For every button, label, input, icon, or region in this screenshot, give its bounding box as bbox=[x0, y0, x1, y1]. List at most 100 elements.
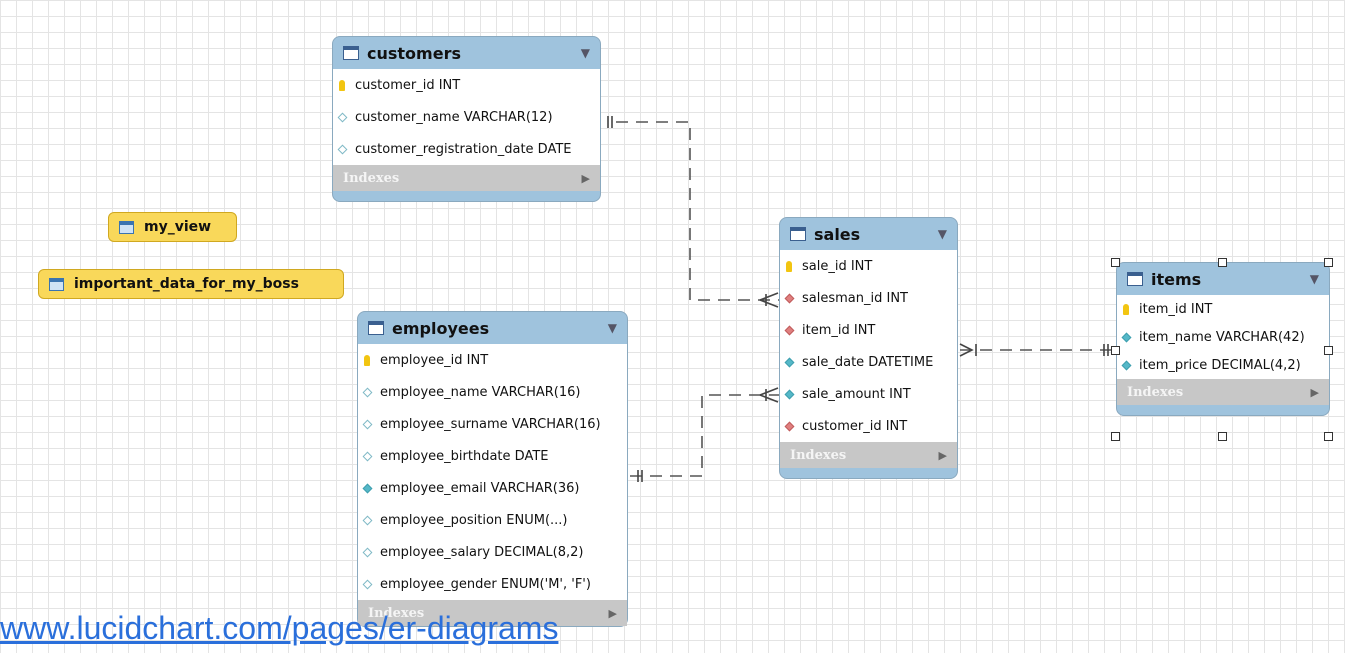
view-my-view[interactable]: my_view bbox=[108, 212, 237, 242]
table-title: employees bbox=[392, 318, 490, 338]
column-label: employee_name VARCHAR(16) bbox=[380, 384, 581, 400]
collapse-arrow-icon[interactable]: ▼ bbox=[580, 46, 590, 60]
table-title: sales bbox=[814, 224, 861, 244]
table-items-header[interactable]: items ▼ bbox=[1117, 263, 1329, 295]
collapse-arrow-icon[interactable]: ▼ bbox=[1309, 272, 1319, 286]
column-label: customer_name VARCHAR(12) bbox=[355, 109, 553, 125]
column-row[interactable]: customer_name VARCHAR(12) bbox=[333, 101, 600, 133]
column-row[interactable]: sale_id INT bbox=[780, 250, 957, 282]
indexes-section[interactable]: Indexes▶ bbox=[1117, 379, 1329, 405]
expand-arrow-icon[interactable]: ▶ bbox=[581, 171, 590, 185]
column-label: sale_date DATETIME bbox=[802, 354, 934, 370]
column-row[interactable]: employee_position ENUM(...) bbox=[358, 504, 627, 536]
column-diamond-filled-icon bbox=[362, 483, 378, 493]
column-row[interactable]: salesman_id INT bbox=[780, 282, 957, 314]
column-diamond-icon bbox=[362, 515, 378, 525]
table-customers-header[interactable]: customers ▼ bbox=[333, 37, 600, 69]
foreign-key-icon bbox=[784, 421, 800, 431]
table-footer bbox=[333, 191, 600, 201]
table-columns: customer_id INT customer_name VARCHAR(12… bbox=[333, 69, 600, 165]
table-columns: sale_id INT salesman_id INT item_id INT … bbox=[780, 250, 957, 442]
column-label: salesman_id INT bbox=[802, 290, 908, 306]
column-row[interactable]: employee_birthdate DATE bbox=[358, 440, 627, 472]
resize-handle[interactable] bbox=[1324, 432, 1333, 441]
table-sales[interactable]: sales ▼ sale_id INT salesman_id INT item… bbox=[779, 217, 958, 479]
table-footer bbox=[1117, 405, 1329, 415]
column-diamond-filled-icon bbox=[784, 389, 800, 399]
primary-key-icon bbox=[364, 354, 378, 366]
column-row[interactable]: sale_date DATETIME bbox=[780, 346, 957, 378]
table-icon bbox=[368, 321, 384, 335]
indexes-section[interactable]: Indexes▶ bbox=[780, 442, 957, 468]
table-icon bbox=[1127, 272, 1143, 286]
table-title: customers bbox=[367, 43, 461, 63]
column-label: employee_birthdate DATE bbox=[380, 448, 549, 464]
table-items[interactable]: items ▼ item_id INT item_name VARCHAR(42… bbox=[1116, 262, 1330, 416]
view-important-data[interactable]: important_data_for_my_boss bbox=[38, 269, 344, 299]
table-employees[interactable]: employees ▼ employee_id INT employee_nam… bbox=[357, 311, 628, 627]
resize-handle[interactable] bbox=[1218, 432, 1227, 441]
column-label: employee_gender ENUM('M', 'F') bbox=[380, 576, 591, 592]
view-title: my_view bbox=[144, 219, 212, 235]
column-row[interactable]: employee_gender ENUM('M', 'F') bbox=[358, 568, 627, 600]
column-row[interactable]: employee_surname VARCHAR(16) bbox=[358, 408, 627, 440]
column-label: item_price DECIMAL(4,2) bbox=[1139, 357, 1301, 373]
source-link[interactable]: www.lucidchart.com/pages/er-diagrams bbox=[0, 610, 559, 646]
primary-key-icon bbox=[339, 79, 353, 91]
resize-handle[interactable] bbox=[1111, 432, 1120, 441]
column-row[interactable]: item_name VARCHAR(42) bbox=[1117, 323, 1329, 351]
expand-arrow-icon[interactable]: ▶ bbox=[1310, 385, 1319, 399]
column-label: customer_id INT bbox=[355, 77, 461, 93]
column-diamond-icon bbox=[362, 451, 378, 461]
column-row[interactable]: sale_amount INT bbox=[780, 378, 957, 410]
table-columns: item_id INT item_name VARCHAR(42) item_p… bbox=[1117, 295, 1329, 379]
table-employees-header[interactable]: employees ▼ bbox=[358, 312, 627, 344]
resize-handle[interactable] bbox=[1324, 346, 1333, 355]
column-diamond-icon bbox=[362, 579, 378, 589]
column-row[interactable]: employee_email VARCHAR(36) bbox=[358, 472, 627, 504]
column-diamond-icon bbox=[337, 144, 353, 154]
column-diamond-icon bbox=[362, 419, 378, 429]
table-customers[interactable]: customers ▼ customer_id INT customer_nam… bbox=[332, 36, 601, 202]
expand-arrow-icon[interactable]: ▶ bbox=[608, 606, 617, 620]
primary-key-icon bbox=[1123, 303, 1137, 315]
column-row[interactable]: customer_id INT bbox=[333, 69, 600, 101]
column-label: item_id INT bbox=[1139, 301, 1213, 317]
column-row[interactable]: item_id INT bbox=[1117, 295, 1329, 323]
column-label: employee_position ENUM(...) bbox=[380, 512, 568, 528]
foreign-key-icon bbox=[784, 325, 800, 335]
column-label: employee_salary DECIMAL(8,2) bbox=[380, 544, 584, 560]
primary-key-icon bbox=[786, 260, 800, 272]
column-row[interactable]: item_id INT bbox=[780, 314, 957, 346]
indexes-label: Indexes bbox=[368, 605, 425, 621]
resize-handle[interactable] bbox=[1111, 258, 1120, 267]
column-row[interactable]: item_price DECIMAL(4,2) bbox=[1117, 351, 1329, 379]
table-icon bbox=[790, 227, 806, 241]
many-marker-sales-item bbox=[959, 343, 977, 357]
resize-handle[interactable] bbox=[1324, 258, 1333, 267]
column-row[interactable]: employee_id INT bbox=[358, 344, 627, 376]
collapse-arrow-icon[interactable]: ▼ bbox=[937, 227, 947, 241]
table-title: items bbox=[1151, 269, 1202, 289]
table-sales-header[interactable]: sales ▼ bbox=[780, 218, 957, 250]
column-label: employee_surname VARCHAR(16) bbox=[380, 416, 601, 432]
column-label: employee_email VARCHAR(36) bbox=[380, 480, 580, 496]
column-row[interactable]: employee_salary DECIMAL(8,2) bbox=[358, 536, 627, 568]
column-diamond-filled-icon bbox=[1121, 332, 1137, 342]
column-label: customer_registration_date DATE bbox=[355, 141, 572, 157]
indexes-label: Indexes bbox=[343, 170, 400, 186]
expand-arrow-icon[interactable]: ▶ bbox=[938, 448, 947, 462]
column-row[interactable]: customer_registration_date DATE bbox=[333, 133, 600, 165]
view-icon bbox=[119, 220, 134, 234]
indexes-section[interactable]: Indexes ▶ bbox=[333, 165, 600, 191]
column-label: employee_id INT bbox=[380, 352, 489, 368]
table-footer bbox=[780, 468, 957, 478]
indexes-section[interactable]: Indexes ▶ bbox=[358, 600, 627, 626]
collapse-arrow-icon[interactable]: ▼ bbox=[607, 321, 617, 335]
many-marker-sales-customer bbox=[759, 292, 779, 308]
column-row[interactable]: employee_name VARCHAR(16) bbox=[358, 376, 627, 408]
column-row[interactable]: customer_id INT bbox=[780, 410, 957, 442]
resize-handle[interactable] bbox=[1111, 346, 1120, 355]
resize-handle[interactable] bbox=[1218, 258, 1227, 267]
